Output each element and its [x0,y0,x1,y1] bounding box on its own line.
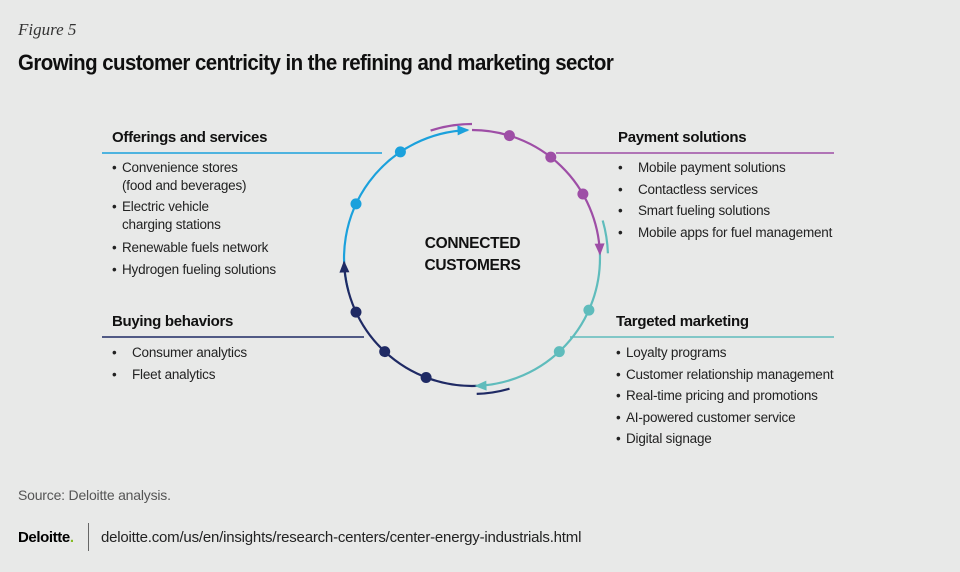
payment-block: Payment solutions •Mobile payment soluti… [618,129,832,243]
marketing-list: •Loyalty programs •Customer relationship… [616,342,834,450]
list-item-continuation: (food and beverages) [122,178,247,193]
payment-heading: Payment solutions [618,129,747,146]
list-item: •Contactless services [618,181,758,197]
list-item: •Fleet analytics [112,366,216,382]
list-item: •Consumer analytics [112,345,247,360]
figure-label: Figure 5 [18,20,77,39]
list-item: •Convenience stores [112,160,238,175]
list-item-continuation: charging stations [122,217,221,232]
figure-title: Growing customer centricity in the refin… [18,50,614,75]
list-item: •Loyalty programs [616,345,727,360]
footer: Deloitte. deloitte.com/us/en/insights/re… [18,523,581,551]
payment-list: •Mobile payment solutions •Contactless s… [618,157,832,243]
source-note: Source: Deloitte analysis. [18,487,171,503]
buying-list: •Consumer analytics •Fleet analytics [112,342,247,385]
marketing-arc-lead [601,220,609,254]
offerings-arrowhead [457,125,470,136]
marketing-dot [553,346,565,358]
buying-arc [343,262,477,388]
offerings-dot [394,146,406,158]
center-label-line1: CONNECTED [424,235,521,252]
offerings-dot [350,198,362,210]
list-item: •Renewable fuels network [112,240,269,255]
buying-dot [350,306,362,318]
buying-arrowhead [339,260,350,273]
buying-arc-lead [476,387,510,395]
buying-dot [420,372,432,383]
list-item: •Mobile apps for fuel management [618,224,833,240]
center-label: CONNECTED CUSTOMERS [400,233,545,277]
offerings-arc [342,129,468,292]
list-item: •Smart fueling solutions [618,203,770,218]
payment-dot [545,151,557,163]
footer-divider [87,523,89,551]
deloitte-logo: Deloitte. [18,528,74,546]
list-item: •Hydrogen fueling solutions [112,261,276,277]
marketing-block: Targeted marketing •Loyalty programs •Cu… [616,313,834,450]
offerings-list: •Convenience stores (food and beverages)… [112,159,276,280]
list-item: •Digital signage [616,431,712,446]
list-item: •Electric vehicle [112,199,209,214]
source-url[interactable]: deloitte.com/us/en/insights/research-cen… [100,528,582,546]
payment-dot [503,130,515,142]
list-item: •AI-powered customer service [616,409,796,425]
marketing-dot [583,304,595,316]
payment-dot [577,188,589,200]
marketing-arrowhead [474,380,487,391]
buying-heading: Buying behaviors [112,313,234,330]
marketing-heading: Targeted marketing [616,313,749,330]
payment-arc [471,128,601,254]
list-item: •Customer relationship management [616,366,834,382]
marketing-arc [476,253,602,387]
list-item: •Real-time pricing and promotions [616,388,818,403]
buying-dot [379,346,391,358]
offerings-block: Offerings and services •Convenience stor… [112,129,276,280]
payment-arrowhead [594,243,605,256]
center-label-line2: CUSTOMERS [424,257,521,274]
offerings-heading: Offerings and services [112,129,268,146]
list-item: •Mobile payment solutions [618,160,786,175]
payment-arc-lead [430,122,473,132]
buying-block: Buying behaviors •Consumer analytics •Fl… [112,313,247,385]
